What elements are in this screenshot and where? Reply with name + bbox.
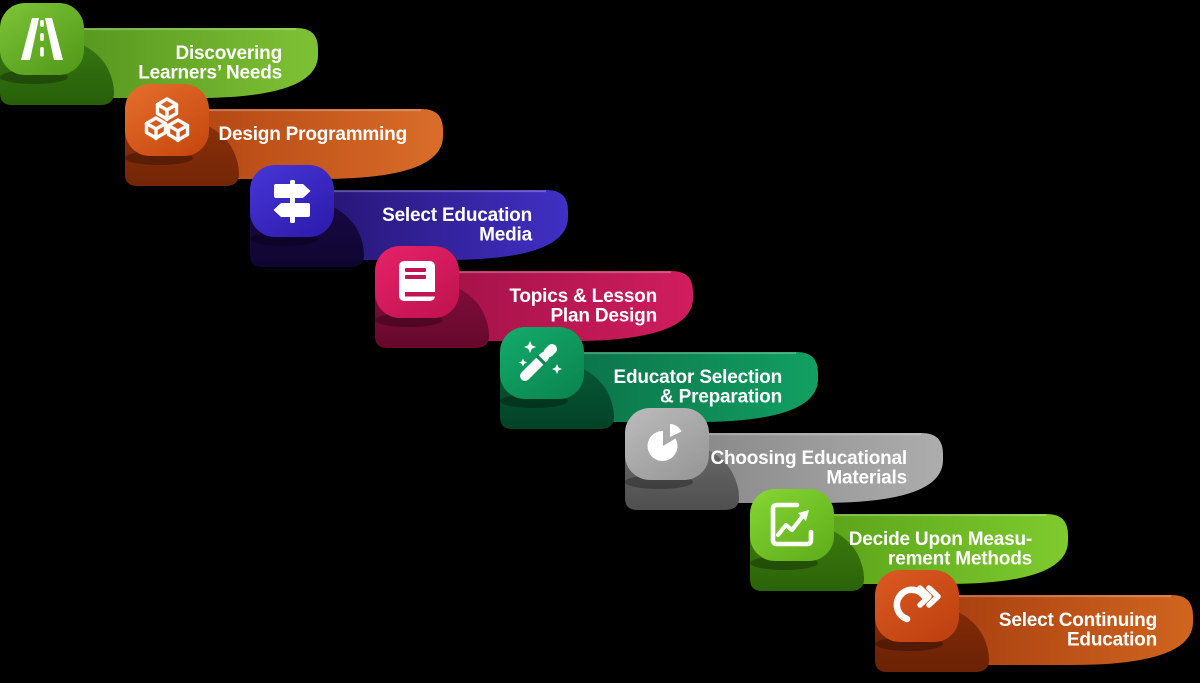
step-label-line: rement Methods bbox=[888, 549, 1032, 570]
step-label-line: Educator Selection bbox=[614, 367, 783, 388]
step-label-line: Select Continuing bbox=[999, 610, 1157, 631]
step-icon-tile bbox=[750, 489, 834, 561]
step-label-line: Choosing Educational bbox=[710, 448, 907, 469]
process-step-5: Educator Selection& Preparation bbox=[500, 327, 818, 429]
step-icon-tile bbox=[875, 570, 959, 642]
line-chart-icon bbox=[770, 502, 814, 547]
magic-wand-icon bbox=[519, 341, 562, 381]
pie-chart-icon bbox=[647, 424, 682, 461]
step-label-line: Media bbox=[479, 225, 532, 246]
step-label-line: Education bbox=[1067, 630, 1157, 651]
forward-arrows-icon bbox=[893, 585, 941, 623]
step-label-line: Learners’ Needs bbox=[138, 63, 282, 84]
step-label-line: Materials bbox=[826, 468, 907, 489]
signpost-icon bbox=[273, 180, 311, 223]
building-blocks-icon bbox=[144, 97, 190, 143]
book-icon bbox=[399, 261, 435, 301]
step-label-line: Plan Design bbox=[550, 306, 657, 327]
step-label-line: Select Education bbox=[382, 205, 532, 226]
step-label-line: & Preparation bbox=[660, 387, 782, 408]
step-label-line: Design Programming bbox=[218, 124, 407, 145]
step-label-line: Decide Upon Measu- bbox=[849, 529, 1032, 550]
step-label-line: Discovering bbox=[175, 43, 282, 64]
step-label-line: Topics & Lesson bbox=[509, 286, 657, 307]
process-step-7: Decide Upon Measu-rement Methods bbox=[750, 489, 1068, 591]
road-icon bbox=[21, 18, 63, 60]
process-step-2: Design Programming bbox=[125, 84, 443, 186]
